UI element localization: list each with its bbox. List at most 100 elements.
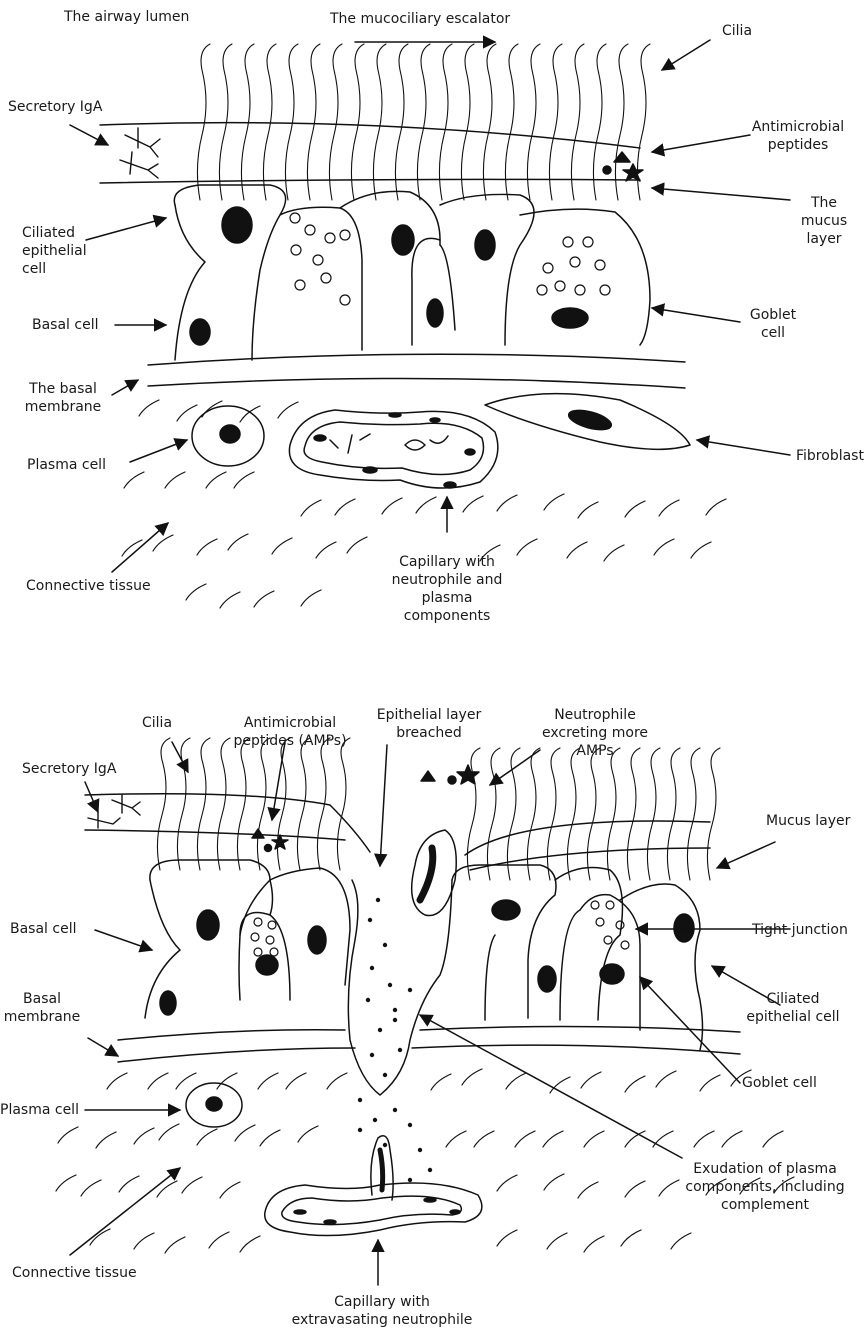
fiber-stroke — [197, 1129, 217, 1145]
bottom-capillary-label: Capillary with extravasating neutrophile — [282, 1293, 482, 1329]
top-mucus-label: The mucus layer — [786, 194, 862, 248]
fiber-stroke — [301, 590, 321, 606]
fiber-stroke — [446, 1131, 466, 1147]
cilium — [177, 738, 190, 870]
ciliated-cell-2 — [340, 191, 440, 245]
plasma-dot — [383, 1143, 387, 1147]
cilium — [297, 738, 310, 870]
cilium — [527, 748, 540, 880]
cilium — [667, 748, 680, 880]
fiber-stroke — [186, 584, 206, 600]
bottom-basal-cell-label: Basal cell — [10, 920, 77, 938]
fiber-stroke — [604, 545, 624, 561]
fiber-stroke — [260, 1130, 280, 1146]
fiber-stroke — [544, 494, 564, 510]
fiber-stroke — [671, 1233, 691, 1249]
cilium — [217, 738, 230, 870]
plasma-dot — [393, 1108, 397, 1112]
plasma-dot — [408, 988, 412, 992]
fiber-stroke — [625, 1076, 645, 1092]
fiber-stroke — [119, 1176, 139, 1192]
cilium — [237, 738, 250, 870]
fiber-stroke — [139, 400, 159, 416]
fiber-stroke — [220, 592, 240, 608]
fiber-stroke — [235, 1125, 255, 1141]
fiber-stroke — [654, 539, 674, 555]
plasma-dot — [393, 1008, 397, 1012]
cilium — [373, 44, 386, 200]
fiber-stroke — [254, 591, 274, 607]
plasma-dot — [376, 898, 380, 902]
plasma-dot — [373, 1118, 377, 1122]
fiber-stroke — [228, 534, 248, 550]
fiber-stroke — [134, 1233, 154, 1249]
nucleus-2 — [392, 225, 414, 255]
top-goblet-label: Goblet cell — [742, 306, 804, 342]
fiber-stroke — [474, 1131, 494, 1147]
top-mucus-layer — [100, 123, 640, 183]
fiber-stroke — [416, 497, 436, 513]
fiber-stroke — [584, 1236, 604, 1252]
fiber-stroke — [567, 542, 587, 558]
top-capillary-label: Capillary with neutrophile and plasma co… — [372, 553, 522, 625]
cilium — [197, 738, 210, 870]
cilium — [505, 44, 518, 200]
cilium — [263, 44, 276, 200]
nucleus-1 — [222, 207, 252, 243]
fiber-stroke — [578, 1182, 598, 1198]
plasma-dot — [393, 1018, 397, 1022]
fiber-stroke — [578, 502, 598, 518]
bottom-plasma-cell — [186, 1083, 242, 1127]
breached-label: Epithelial layer breached — [364, 706, 494, 742]
bottom-cilia-label: Cilia — [142, 714, 172, 732]
fiber-stroke — [763, 1131, 783, 1147]
cilium — [157, 738, 170, 870]
fiber-stroke — [278, 402, 298, 418]
fiber-stroke — [691, 542, 711, 558]
fiber-stroke — [148, 1073, 168, 1089]
fiber-stroke — [197, 539, 217, 555]
fiber-stroke — [462, 1069, 482, 1085]
bottom-capillary — [265, 1136, 482, 1236]
fiber-stroke — [159, 1124, 179, 1140]
plasma-dot — [370, 1053, 374, 1057]
fiber-stroke — [547, 1233, 567, 1249]
fiber-stroke — [206, 472, 226, 488]
epithelial-breach — [348, 830, 456, 1182]
cilium — [395, 44, 408, 200]
cilium — [547, 748, 560, 880]
cilium — [607, 748, 620, 880]
cilium — [593, 44, 606, 200]
plasma-dot — [358, 1098, 362, 1102]
fiber-stroke — [165, 472, 185, 488]
fiber-stroke — [217, 1073, 237, 1089]
fiber-stroke — [625, 1181, 645, 1197]
top-capillary — [289, 410, 497, 488]
plasma-dot — [378, 1028, 382, 1032]
fiber-stroke — [621, 1230, 641, 1246]
plasma-dot — [383, 1073, 387, 1077]
top-cilia — [197, 44, 650, 200]
plasma-dot — [366, 998, 370, 1002]
goblet-cell-2 — [520, 209, 650, 345]
fiber-stroke — [258, 1073, 278, 1089]
bottom-connective-label: Connective tissue — [12, 1264, 137, 1282]
nucleus-goblet — [552, 308, 588, 328]
fiber-stroke — [165, 1237, 185, 1253]
plasma-dot — [408, 1178, 412, 1182]
airway-lumen-label: The airway lumen — [64, 8, 189, 26]
fiber-stroke — [153, 535, 173, 551]
top-basal-membrane-label: The basal membrane — [15, 380, 111, 416]
fiber-stroke — [335, 499, 355, 515]
plasma-dot — [358, 1128, 362, 1132]
top-ciliated-cell-label: Ciliated epithelial cell — [22, 224, 87, 278]
granules — [290, 213, 610, 305]
nucleus-4 — [475, 230, 495, 260]
bottom-goblet-label: Goblet cell — [742, 1074, 817, 1092]
fiber-stroke — [234, 472, 254, 488]
fiber-stroke — [134, 1128, 154, 1144]
top-connective-label: Connective tissue — [26, 577, 151, 595]
fiber-stroke — [506, 1073, 526, 1089]
fiber-stroke — [107, 1073, 127, 1089]
